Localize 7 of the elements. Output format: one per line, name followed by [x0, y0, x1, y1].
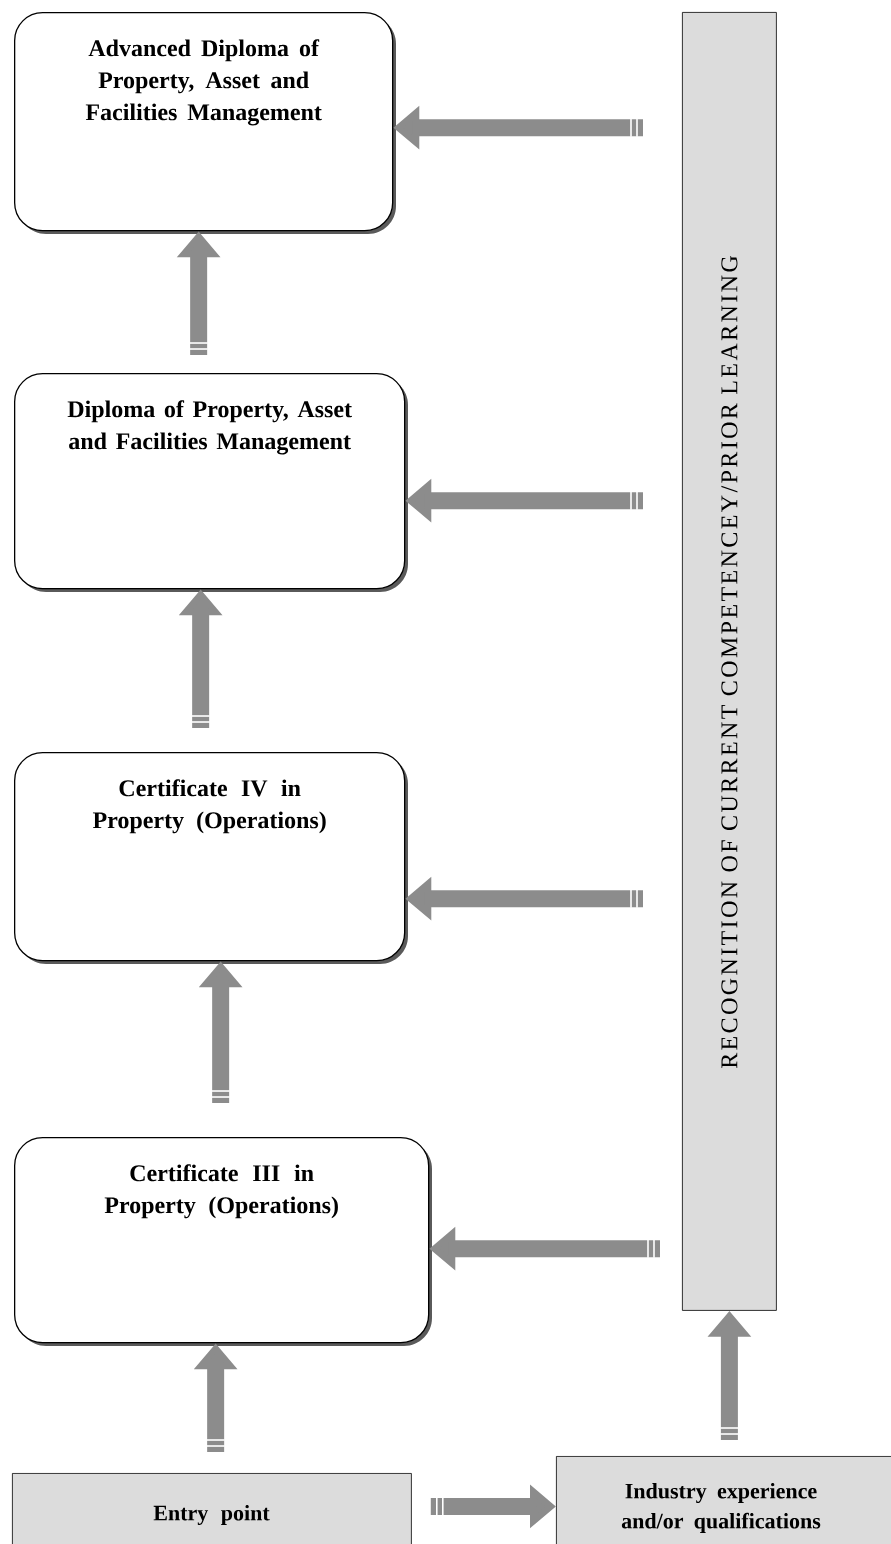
qualification-box: Diploma of Property, Asset and Facilities Management	[14, 373, 408, 592]
qualification-box: Certificate IV in Property (Operations)	[14, 752, 408, 964]
qualification-box: Advanced Diploma of Property, Asset and Facilities Management	[14, 12, 396, 234]
pathway-box: Industry experience and/or qualifications	[556, 1456, 891, 1544]
pathway-box: Entry point	[12, 1473, 412, 1544]
qualification-box: Certificate III in Property (Operations)	[14, 1137, 432, 1346]
recognition-bar: RECOGNITION OF CURRENT COMPETENCEY/PRIOR LEARNING	[682, 12, 777, 1311]
